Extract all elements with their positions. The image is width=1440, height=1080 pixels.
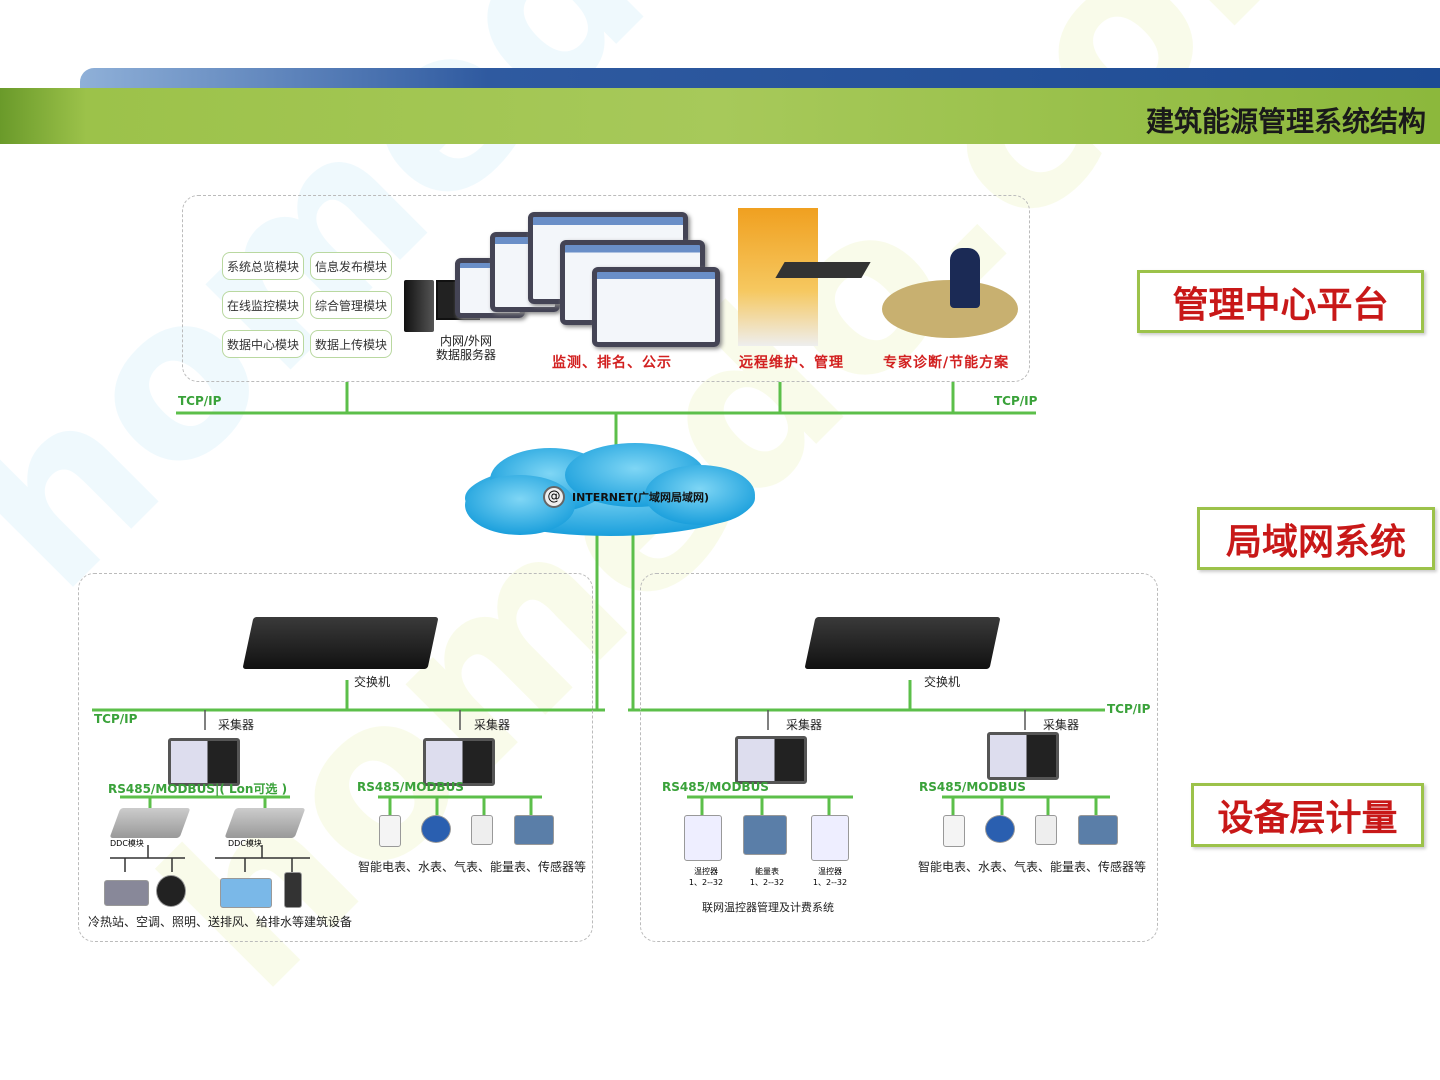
right-bus1-label: RS485/MODBUS	[662, 780, 769, 794]
right-meters-label: 智能电表、水表、气表、能量表、传感器等	[918, 860, 1147, 874]
module-grid: 系统总览模块 信息发布模块 在线监控模块 综合管理模块 数据中心模块 数据上传模…	[222, 252, 392, 358]
layer-management-platform: 管理中心平台	[1137, 270, 1424, 333]
electric-meter-icon	[379, 815, 401, 847]
right-switch-icon	[804, 617, 1001, 669]
right-collector1-label: 采集器	[786, 718, 823, 732]
internet-cloud	[465, 443, 755, 536]
thermostat-2-label: 温控器 1、2--32	[810, 866, 850, 888]
right-water-meter-icon	[985, 815, 1015, 843]
layer-lan-system: 局域网系统	[1197, 507, 1435, 570]
dev2-name: 能量表	[755, 867, 779, 876]
left-collector2-label: 采集器	[474, 718, 511, 732]
server-tower-icon	[404, 280, 434, 332]
left-collector1-label: 采集器	[218, 718, 255, 732]
server-label: 内网/外网数据服务器	[420, 334, 512, 362]
module-integrated-mgmt: 综合管理模块	[310, 291, 392, 319]
server-label-line2: 数据服务器	[435, 348, 496, 362]
module-overview: 系统总览模块	[222, 252, 304, 280]
module-info-publish: 信息发布模块	[310, 252, 392, 280]
internet-label: INTERNET(广域网局域网)	[572, 491, 710, 504]
thermostat-1-label: 温控器 1、2--32	[686, 866, 726, 888]
caption-remote-maintenance: 远程维护、管理	[739, 355, 844, 371]
at-sign-icon: @	[543, 486, 565, 508]
header-green-bar	[0, 88, 1440, 144]
energy-meter-icon	[514, 815, 554, 845]
right-energy-meter-icon	[1078, 815, 1118, 845]
right-switch-label: 交换机	[924, 675, 961, 689]
ddc-module-2-icon	[224, 808, 306, 838]
thermostat-2-icon	[811, 815, 849, 861]
dev1-name: 温控器	[694, 867, 718, 876]
right-subnet-box	[640, 573, 1158, 942]
gas-meter-icon	[471, 815, 493, 845]
left-bus1-label: RS485/MODBUS|( Lon可选 )	[108, 782, 288, 796]
dev1-range: 1、2--32	[688, 878, 724, 887]
left-switch-icon	[242, 617, 439, 669]
right-collector1-icon	[735, 736, 807, 784]
tcp-ip-label-left: TCP/IP	[178, 394, 222, 408]
energy-meter-label: 能量表 1、2--32	[747, 866, 787, 888]
caption-expert-diagnosis: 专家诊断/节能方案	[883, 355, 1010, 371]
left-collector2-icon	[423, 738, 495, 786]
left-tcp-label: TCP/IP	[94, 712, 138, 726]
left-equipment-label: 冷热站、空调、照明、送排风、给排水等建筑设备	[88, 915, 353, 929]
thermostat-system-label: 联网温控器管理及计费系统	[702, 901, 834, 914]
dev2-range: 1、2--32	[749, 878, 785, 887]
right-tcp-label: TCP/IP	[1107, 702, 1151, 716]
dev3-name: 温控器	[818, 867, 842, 876]
caption-monitoring: 监测、排名、公示	[552, 355, 672, 371]
right-bus2-label: RS485/MODBUS	[919, 780, 1026, 794]
water-meter-icon	[421, 815, 451, 843]
right-collector2-label: 采集器	[1043, 718, 1080, 732]
left-switch-label: 交换机	[354, 675, 391, 689]
management-platform-box	[182, 195, 1030, 382]
left-subnet-box	[78, 573, 593, 942]
module-data-center: 数据中心模块	[222, 330, 304, 358]
expert-person-icon	[950, 248, 980, 308]
fan-icon	[156, 875, 186, 907]
ddc2-label: DDC模块	[228, 839, 262, 848]
left-collector1-icon	[168, 738, 240, 786]
server-label-line1: 内网/外网	[439, 334, 493, 348]
right-electric-meter-icon	[943, 815, 965, 847]
chiller-icon	[104, 880, 149, 906]
screenshot-5	[592, 267, 720, 347]
ddc-module-1-icon	[109, 808, 191, 838]
left-meters-label: 智能电表、水表、气表、能量表、传感器等	[358, 860, 587, 874]
tcp-ip-label-right: TCP/IP	[994, 394, 1038, 408]
dev3-range: 1、2--32	[812, 878, 848, 887]
air-handler-icon	[220, 878, 272, 908]
module-data-upload: 数据上传模块	[310, 330, 392, 358]
page-title: 建筑能源管理系统结构	[1145, 105, 1426, 138]
left-bus2-label: RS485/MODBUS	[357, 780, 464, 794]
module-online-monitor: 在线监控模块	[222, 291, 304, 319]
layer-device-metering: 设备层计量	[1191, 783, 1424, 847]
pump-icon	[284, 872, 302, 908]
right-collector2-icon	[987, 732, 1059, 780]
thermostat-1-icon	[684, 815, 722, 861]
energy-meter-2-icon	[743, 815, 787, 855]
desk-icon	[775, 262, 871, 278]
ddc1-label: DDC模块	[110, 839, 144, 848]
right-gas-meter-icon	[1035, 815, 1057, 845]
